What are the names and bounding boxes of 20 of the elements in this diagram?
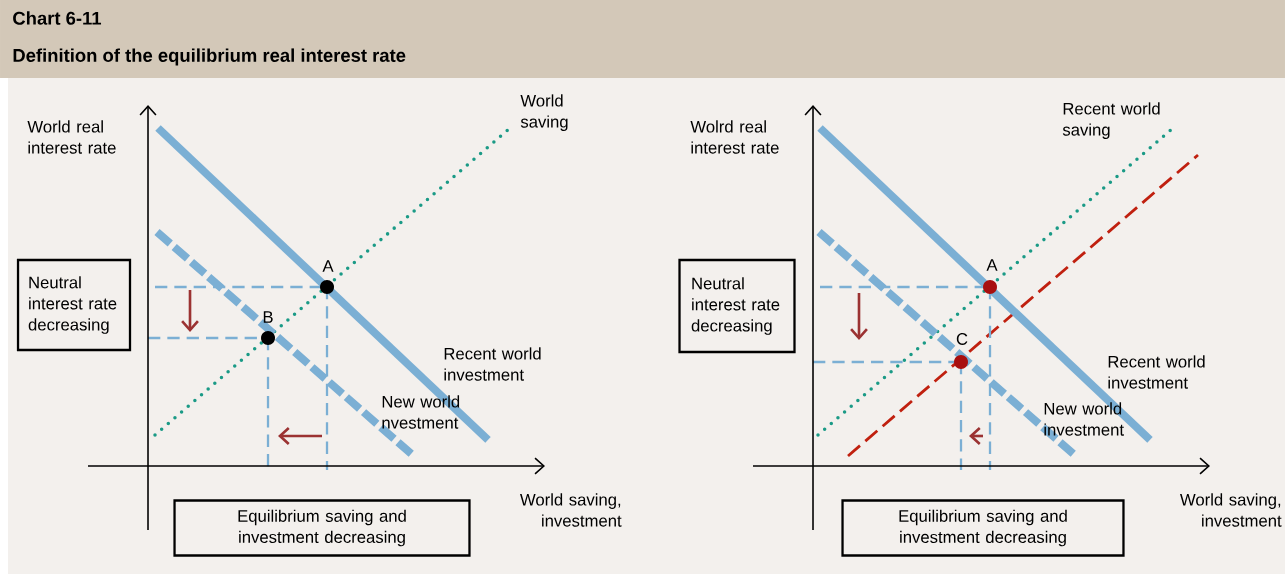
text-box: Neutral interest rate decreasing	[678, 258, 796, 354]
point-label: A	[322, 260, 334, 272]
curve-label: Recent world investment	[444, 347, 541, 381]
curve-label: Recent world investment	[1108, 355, 1205, 389]
curve-label: New world investment	[1044, 402, 1124, 436]
text-box: Equilibrium saving and investment decreasing	[173, 499, 471, 557]
text-box: Equilibrium saving and investment decreasing	[841, 499, 1125, 557]
axis-label: Wolrd real interest rate	[690, 120, 779, 154]
text-box: Neutral interest rate decreasing	[16, 258, 132, 352]
chart-title: Definition of the equilibrium real interest rate	[13, 48, 406, 66]
curve-label: World saving	[520, 94, 568, 131]
point-label: C	[956, 333, 968, 345]
point-label: B	[263, 311, 273, 323]
point-label: A	[986, 259, 998, 271]
axis-label: World real interest rate	[27, 120, 116, 154]
chart-number: Chart 6-11	[13, 11, 102, 25]
axis-label: World saving, investment	[520, 493, 622, 527]
axis-label: World saving, investment	[1180, 493, 1282, 527]
curve-label: New world nvestment	[382, 395, 460, 429]
curve-label: Recent world saving	[1062, 102, 1160, 139]
